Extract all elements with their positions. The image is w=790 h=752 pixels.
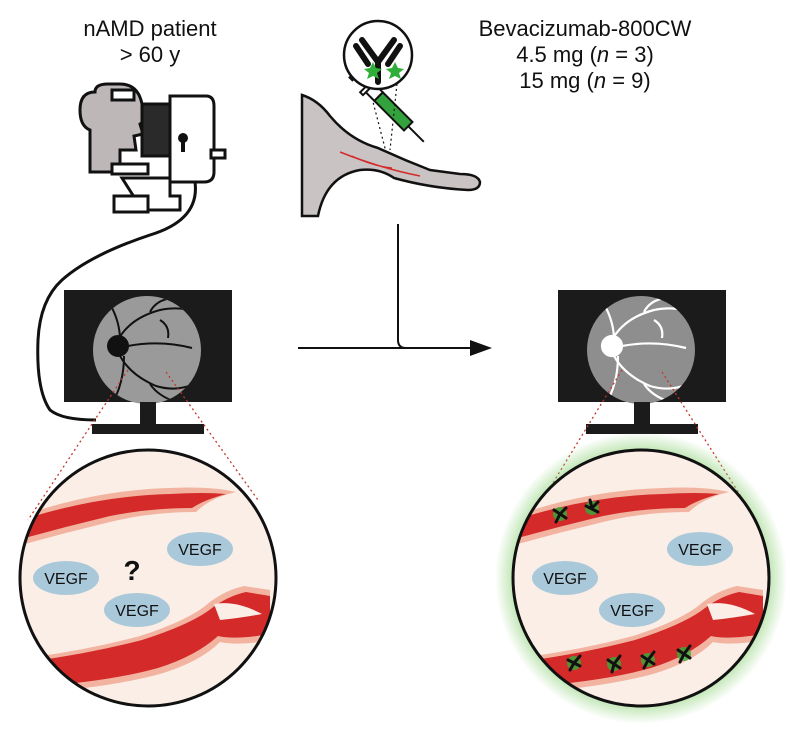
dose-1: 4.5 mg (n = 3)	[440, 42, 730, 68]
left-zoom-circle: VEGF VEGF VEGF ?	[18, 448, 278, 708]
dose-2-n: n	[593, 68, 607, 93]
tracer-name: Bevacizumab-800CW	[478, 16, 692, 41]
vegf-label: VEGF	[543, 571, 587, 588]
vegf-label: VEGF	[178, 542, 222, 559]
patient-label: nAMD patient > 60 y	[40, 16, 260, 68]
dose-2: 15 mg (n = 9)	[440, 68, 730, 94]
dose-1-suffix: = 3)	[609, 42, 654, 67]
tracer-label: Bevacizumab-800CW 4.5 mg (n = 3) 15 mg (…	[440, 16, 730, 94]
dose-2-prefix: 15 mg (	[519, 68, 594, 93]
patient-line2: > 60 y	[119, 42, 181, 67]
vegf-label: VEGF	[678, 542, 722, 559]
right-zoom-circle: VEGF VEGF VEGF	[495, 432, 787, 724]
dose-1-prefix: 4.5 mg (	[516, 42, 597, 67]
fundus-camera-icon	[36, 82, 227, 422]
patient-line1: nAMD patient	[83, 16, 217, 41]
vegf-label: VEGF	[44, 571, 88, 588]
dose-2-suffix: = 9)	[606, 68, 651, 93]
flow-arrow	[298, 224, 492, 356]
vegf-label: VEGF	[610, 603, 654, 620]
arm-injection-icon	[300, 19, 482, 218]
question-mark: ?	[123, 555, 140, 586]
bound-antibody-icons	[552, 498, 692, 674]
left-monitor	[64, 290, 232, 434]
vegf-label: VEGF	[115, 603, 159, 620]
right-monitor	[558, 290, 726, 434]
dose-1-n: n	[596, 42, 610, 67]
